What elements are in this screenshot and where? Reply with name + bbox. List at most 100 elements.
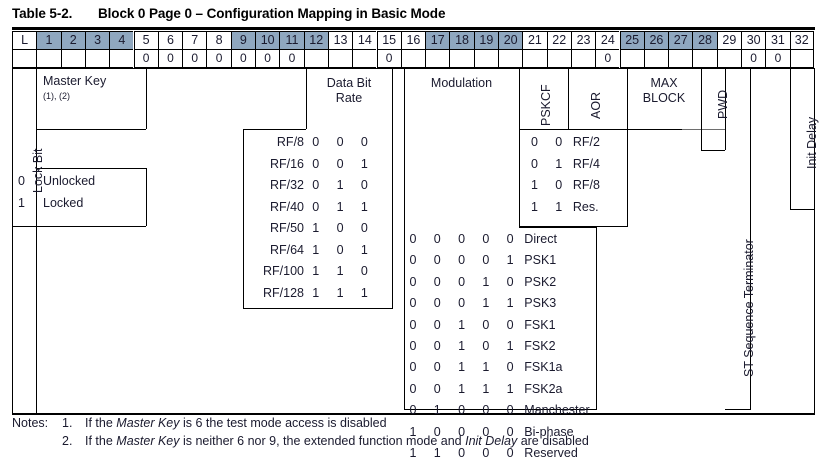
modulation-bit: 0 xyxy=(482,403,490,418)
fixed-zero-cell-26 xyxy=(643,50,669,68)
bit-header-22: 22 xyxy=(546,31,571,50)
bit-header-28: 28 xyxy=(692,31,717,50)
modulation-bit: 0 xyxy=(409,360,417,375)
fixed-zero-cell-25 xyxy=(619,50,644,68)
bit-header-11: 11 xyxy=(279,31,304,50)
fixed-zero-cell-11: 0 xyxy=(279,50,304,68)
data-bit-rate-name: RF/32 xyxy=(269,178,304,192)
maxblock-right xyxy=(725,68,726,150)
pskcf-label: PSKCF xyxy=(539,84,553,126)
fixed-zero-cell-30: 0 xyxy=(741,50,766,68)
modulation-bit: 1 xyxy=(506,381,514,396)
pskcf-value-left xyxy=(519,129,520,227)
note-row: Notes:1.If the Master Key is 6 the test … xyxy=(12,416,815,434)
note-index: 2. xyxy=(62,434,73,448)
modulation-name: PSK3 xyxy=(524,296,557,311)
modulation-bit: 0 xyxy=(458,424,466,439)
pskcf-value-bottom xyxy=(519,226,628,227)
modulation-name: Bi-phase xyxy=(524,424,574,439)
data-bit-rate-bit: 0 xyxy=(336,221,344,235)
modulation-bit: 0 xyxy=(506,317,514,332)
bit-header-31: 31 xyxy=(765,31,790,50)
fixed-zero-cell-19 xyxy=(473,50,498,68)
modulation-bit: 0 xyxy=(409,274,417,289)
modulation-bit: 1 xyxy=(458,317,466,332)
modulation-bit: 1 xyxy=(482,381,490,396)
modulation-box-bottom xyxy=(404,409,597,410)
modulation-bit: 1 xyxy=(482,360,490,375)
fixed-zero-cell-16 xyxy=(400,50,426,68)
modulation-name: FSK2 xyxy=(524,339,556,353)
data-bit-rate-bit: 0 xyxy=(360,221,368,235)
lock-bit-column-border xyxy=(36,68,37,414)
modulation-bit: 0 xyxy=(506,424,514,439)
fixed-zero-cell-9: 0 xyxy=(230,50,255,68)
bit-header-6: 6 xyxy=(157,31,183,50)
master-key-label: Master Key xyxy=(43,74,107,88)
modulation-bit: 0 xyxy=(433,232,441,246)
modulation-name: Manchester xyxy=(524,403,590,418)
modulation-bit: 0 xyxy=(506,274,514,289)
data-bit-rate-bit: 0 xyxy=(336,156,344,171)
modulation-bit: 1 xyxy=(458,360,466,375)
modulation-bit: 1 xyxy=(506,339,514,353)
data-bit-rate-bit: 0 xyxy=(360,264,368,278)
fixed-zero-cell-6: 0 xyxy=(157,50,183,68)
bit-header-32: 32 xyxy=(789,31,814,50)
dbr-head-bottom-left xyxy=(243,129,306,130)
modulation-value-right xyxy=(596,227,597,409)
dbr-head-left xyxy=(306,68,307,129)
modulation-bit: 0 xyxy=(409,296,417,311)
fixed-zero-cell-29 xyxy=(716,50,741,68)
modulation-bit: 0 xyxy=(433,360,441,375)
bit-header-19: 19 xyxy=(473,31,498,50)
bit-header-14: 14 xyxy=(352,31,377,50)
lock-values-box-right xyxy=(146,168,147,226)
body-left-border xyxy=(12,68,13,414)
modulation-bit: 1 xyxy=(482,274,490,289)
notes-lead: Notes: xyxy=(12,416,49,430)
data-bit-rate-name: RF/50 xyxy=(269,221,304,235)
dbr-value-box-left xyxy=(243,129,244,309)
pskcf-name: RF/2 xyxy=(572,135,600,149)
data-bit-rate-label-line2: Rate xyxy=(335,91,363,105)
fixed-zero-cell-22 xyxy=(546,50,571,68)
modulation-bit: 0 xyxy=(506,360,514,375)
pskcf-bit: 1 xyxy=(530,178,538,192)
pskcf-head-right xyxy=(568,68,569,129)
bit-header-23: 23 xyxy=(570,31,596,50)
fixed-zero-cell-21 xyxy=(522,50,547,68)
modulation-name: PSK2 xyxy=(524,274,557,289)
data-bit-rate-bit: 1 xyxy=(360,285,368,300)
modulation-bit: 0 xyxy=(482,232,490,246)
bit-header-2: 2 xyxy=(60,31,85,50)
table-caption: Table 5-2.Block 0 Page 0 – Configuration… xyxy=(12,6,815,26)
modulation-box-left xyxy=(404,68,405,409)
st-sequence-terminator-label: ST Sequence Terminator xyxy=(742,239,756,377)
pwd-box-bottom xyxy=(701,150,725,151)
note-row: 2.If the Master Key is neither 6 nor 9, … xyxy=(12,434,815,452)
data-bit-rate-label-line1: Data Bit xyxy=(326,76,372,90)
body-right-border xyxy=(814,68,815,414)
maxblock-left xyxy=(627,68,628,129)
bit-header-27: 27 xyxy=(668,31,693,50)
fixed-zero-cell-18 xyxy=(449,50,474,68)
bit-header-24: 24 xyxy=(595,31,620,50)
bit-header-7: 7 xyxy=(182,31,207,50)
data-bit-rate-bit: 1 xyxy=(336,199,344,214)
note-index: 1. xyxy=(62,416,73,430)
bit-header-9: 9 xyxy=(230,31,255,50)
modulation-bit: 1 xyxy=(506,253,514,268)
bit-header-25: 25 xyxy=(619,31,644,50)
modulation-bit: 0 xyxy=(433,253,441,268)
data-bit-rate-bit: 1 xyxy=(360,242,368,257)
master-key-box-bottom xyxy=(36,129,146,130)
lock-bit-meaning-1: Locked xyxy=(43,196,84,210)
modulation-bit: 0 xyxy=(409,232,417,246)
st-box-right xyxy=(750,68,751,409)
data-bit-rate-name: RF/64 xyxy=(269,242,304,257)
bit-header-5: 5 xyxy=(133,31,158,50)
modulation-bit: 0 xyxy=(458,232,466,246)
dbr-head-right xyxy=(392,68,393,309)
initdelay-bottom xyxy=(790,209,815,210)
